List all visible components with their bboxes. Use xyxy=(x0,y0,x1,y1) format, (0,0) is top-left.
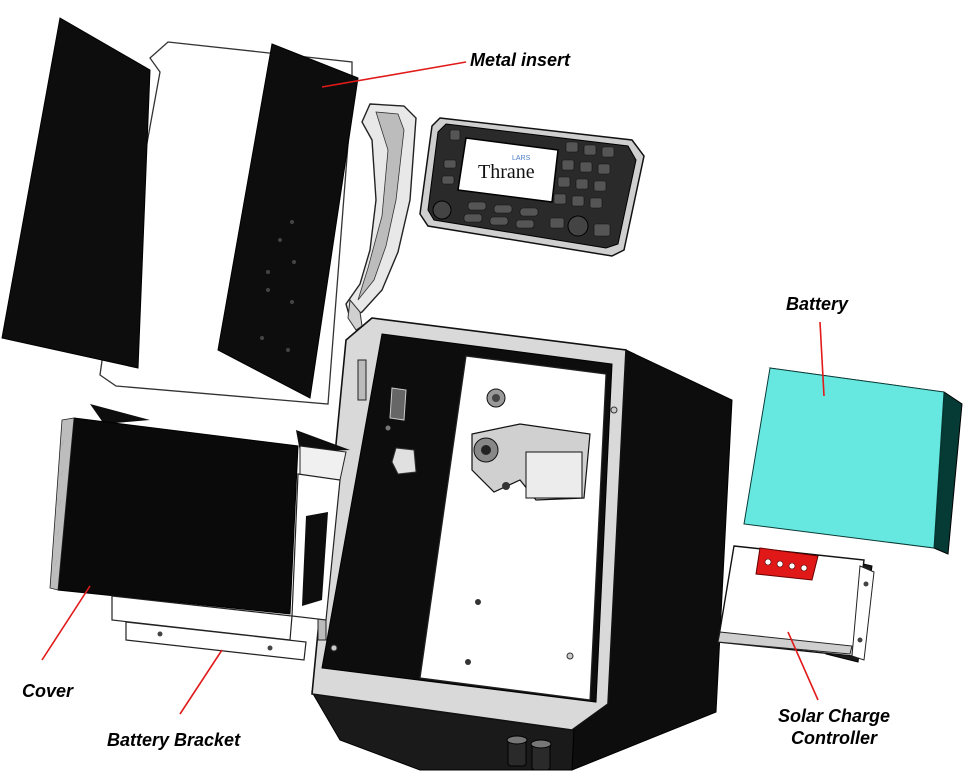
leader-battery xyxy=(819,321,825,397)
solar-charge-controller xyxy=(717,545,875,663)
leader-battery-bracket xyxy=(179,649,223,715)
label-solar-line2: Controller xyxy=(790,728,877,748)
display-screen xyxy=(457,137,559,203)
leader-metal-insert xyxy=(321,61,467,88)
cable-glands xyxy=(506,735,552,771)
leader-solar-controller xyxy=(787,631,819,701)
brand-main: Thrane xyxy=(478,161,535,183)
label-solar-charge-controller: Solar Charge Controller xyxy=(764,705,904,749)
control-panel: LARS Thrane xyxy=(419,117,645,257)
label-solar-line1: Solar Charge xyxy=(777,706,891,726)
battery-bracket xyxy=(111,445,347,661)
label-battery-bracket: Battery Bracket xyxy=(107,730,241,750)
label-battery: Battery xyxy=(786,294,849,314)
enclosure xyxy=(311,317,733,771)
leader-cover xyxy=(41,585,91,661)
battery xyxy=(743,367,963,555)
metal-insert-left-panel xyxy=(1,17,151,369)
label-cover: Cover xyxy=(22,681,74,701)
label-metal-insert: Metal insert xyxy=(470,50,571,70)
handset xyxy=(345,103,417,331)
terminal-block xyxy=(755,547,819,581)
battery-face xyxy=(743,367,945,549)
cover xyxy=(49,404,350,615)
metal-insert-right-panel xyxy=(217,43,359,399)
brand-small: LARS xyxy=(512,155,531,162)
leader-lines xyxy=(41,61,825,715)
cover-face xyxy=(57,417,299,615)
metal-insert xyxy=(1,17,359,405)
